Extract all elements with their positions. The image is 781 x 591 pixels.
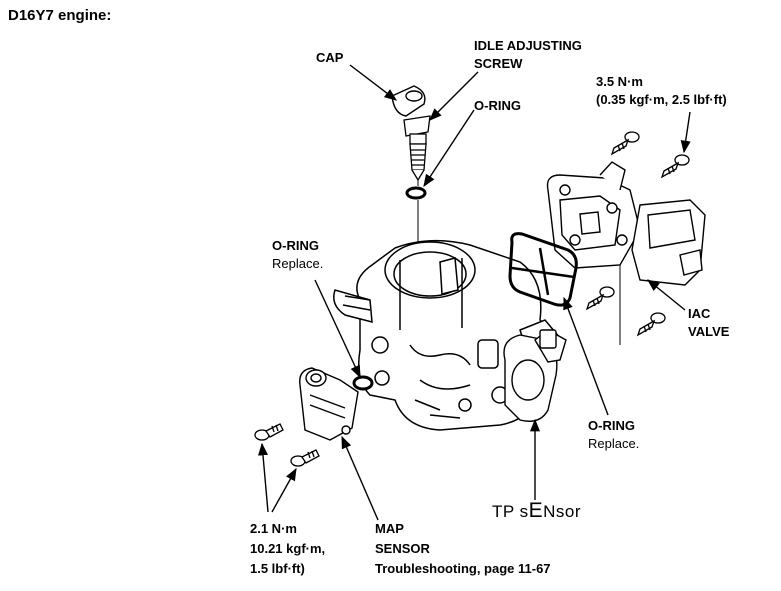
label-tp-sensor-part-c: Nsor (543, 502, 582, 521)
label-tp-sensor-part-a: TP s (492, 502, 529, 521)
iac-valve (546, 161, 706, 286)
o-ring-right-leader (563, 296, 609, 416)
bolt-mid-1 (585, 286, 615, 311)
label-idle-line2: SCREW (474, 56, 523, 71)
tp-sensor (503, 329, 567, 422)
torque-top-leader (680, 111, 691, 154)
bolt-mid-2 (636, 312, 666, 337)
o-ring-top-leader (423, 109, 475, 188)
label-torque-bottom-line3: 1.5 lbf·ft) (250, 561, 305, 576)
label-torque-top-line2: (0.35 kgf·m, 2.5 lbf·ft) (596, 92, 727, 107)
bolt-bottom-1 (254, 423, 284, 441)
label-iac-line2: VALVE (688, 324, 730, 339)
cap-part (391, 85, 426, 117)
idle-screw-leader (429, 71, 479, 121)
map-sensor (299, 367, 359, 441)
label-idle-line1: IDLE ADJUSTING (474, 38, 582, 53)
page-title: D16Y7 engine: (8, 7, 112, 24)
bolt-top-1 (610, 131, 640, 156)
cap-leader (349, 64, 398, 101)
label-o-ring-left-note: Replace. (272, 256, 324, 271)
idle-adjusting-screw (403, 115, 431, 182)
label-o-ring-right-note: Replace. (588, 436, 640, 451)
label-tp-sensor-part-b: E (528, 499, 544, 522)
label-o-ring-right: O-RING (588, 418, 635, 433)
torque-bottom-leader-2 (271, 467, 297, 513)
label-iac-line1: IAC (688, 306, 711, 321)
label-cap: CAP (316, 50, 344, 65)
bolt-bottom-2 (290, 449, 320, 467)
label-torque-bottom-line1: 2.1 N·m (250, 521, 297, 536)
label-map-line3: Troubleshooting, page 11-67 (375, 561, 551, 576)
bolt-top-2 (660, 154, 690, 179)
map-sensor-leader (341, 435, 379, 521)
o-ring-left (352, 375, 374, 391)
o-ring-top (405, 186, 427, 200)
iac-leader (647, 279, 686, 311)
label-o-ring-left: O-RING (272, 238, 319, 253)
label-map-line2: SENSOR (375, 541, 430, 556)
label-o-ring-top: O-RING (474, 98, 521, 113)
label-torque-bottom-line2: 10.21 kgf·m, (250, 541, 326, 556)
label-tp-sensor: TP sENsor (492, 500, 582, 521)
o-ring-left-leader (314, 279, 361, 379)
label-torque-top-line1: 3.5 N·m (596, 74, 643, 89)
torque-bottom-leader-1 (257, 442, 269, 513)
label-map-line1: MAP (375, 521, 404, 536)
